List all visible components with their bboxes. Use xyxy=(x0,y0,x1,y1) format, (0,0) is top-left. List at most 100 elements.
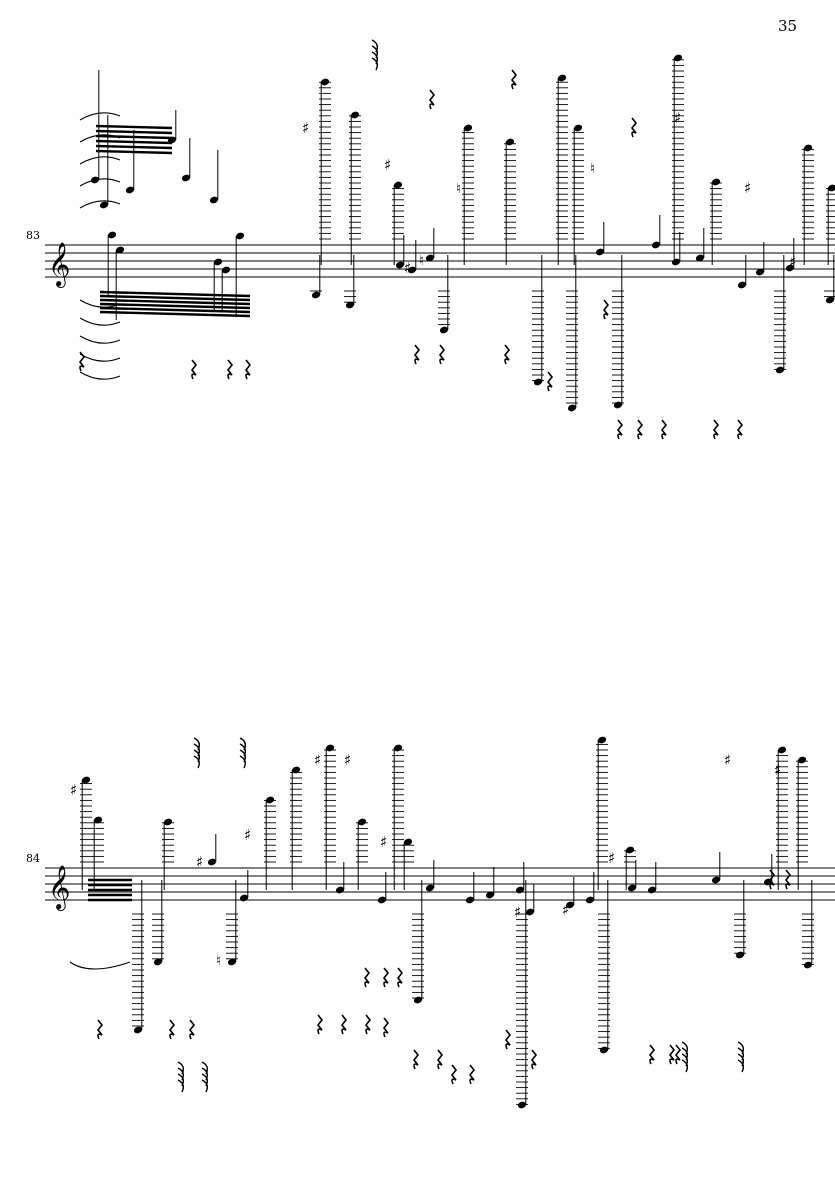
beam xyxy=(95,124,173,130)
rest-icon xyxy=(316,1014,324,1035)
sharp-icon: ♯ xyxy=(404,259,411,277)
sharp-icon: ♯ xyxy=(514,903,521,921)
notehead xyxy=(125,186,135,194)
notehead xyxy=(181,174,191,182)
notehead xyxy=(465,896,475,904)
sharp-icon: ♯ xyxy=(70,781,77,799)
notehead xyxy=(695,254,705,262)
notehead xyxy=(239,894,249,902)
notehead xyxy=(755,268,765,276)
notehead xyxy=(393,181,403,189)
rest-icon xyxy=(413,344,421,365)
notehead xyxy=(777,746,787,754)
notehead xyxy=(357,818,367,826)
note-cluster: ♯♯♯♯♯♯♮♮♮ xyxy=(78,39,835,440)
tie xyxy=(79,353,121,362)
sharp-icon: ♯ xyxy=(789,253,796,271)
sharp-icon: ♯ xyxy=(724,751,731,769)
notehead xyxy=(350,111,360,119)
measure-number: 84 xyxy=(26,852,40,865)
notehead xyxy=(711,876,721,884)
notehead xyxy=(673,54,683,62)
sharp-icon: ♯ xyxy=(774,761,781,779)
rest-icon xyxy=(438,344,446,365)
tie xyxy=(79,112,121,121)
notehead xyxy=(425,884,435,892)
notehead xyxy=(265,796,275,804)
notehead xyxy=(565,901,575,909)
notehead xyxy=(567,404,577,412)
rest-icon xyxy=(616,419,624,440)
rest-icon xyxy=(630,117,638,138)
rest-icon xyxy=(168,1019,176,1040)
notehead xyxy=(463,124,473,132)
notehead xyxy=(671,258,681,266)
notehead xyxy=(775,366,785,374)
rest-icon xyxy=(428,89,436,110)
sharp-icon: ♯ xyxy=(562,901,569,919)
rest-icon xyxy=(510,69,518,90)
rest-icon xyxy=(382,967,390,988)
notehead xyxy=(395,261,405,269)
rest-icon xyxy=(602,299,610,320)
rest-icon xyxy=(96,1019,104,1040)
note-cluster: ♯♯♯♯♯♯♯♯♯♯♯♮ xyxy=(69,736,814,1109)
treble-clef-icon: 𝄞 xyxy=(48,865,70,911)
notehead xyxy=(407,266,417,274)
notehead xyxy=(557,74,567,82)
tie xyxy=(79,178,121,187)
tie xyxy=(79,156,121,165)
flag-icon xyxy=(681,1059,689,1073)
notehead xyxy=(163,818,173,826)
notehead xyxy=(439,326,449,334)
tie xyxy=(79,200,121,209)
rest-icon xyxy=(190,359,198,380)
notehead xyxy=(413,996,423,1004)
beam xyxy=(99,310,251,318)
rest-icon xyxy=(660,419,668,440)
flag-icon xyxy=(239,755,247,769)
beam xyxy=(99,302,251,310)
rest-icon xyxy=(412,1049,420,1070)
rest-icon xyxy=(363,967,371,988)
rest-icon xyxy=(546,371,554,392)
notehead xyxy=(167,136,177,144)
staff-lines xyxy=(45,244,835,278)
notehead xyxy=(505,138,515,146)
rest-icon xyxy=(382,1017,390,1038)
natural-icon: ♮ xyxy=(456,181,461,197)
tie xyxy=(79,299,121,308)
notehead xyxy=(115,246,125,254)
notehead xyxy=(517,1101,527,1109)
measure-number: 83 xyxy=(26,229,40,242)
notehead xyxy=(325,744,335,752)
rest-icon xyxy=(226,359,234,380)
sharp-icon: ♯ xyxy=(674,109,681,127)
notehead xyxy=(647,886,657,894)
staff-lines xyxy=(45,867,835,901)
treble-clef-icon: 𝄞 xyxy=(48,242,70,288)
tie xyxy=(69,961,131,970)
notehead xyxy=(525,908,535,916)
notehead xyxy=(311,291,321,299)
rest-icon xyxy=(674,1044,682,1065)
notehead xyxy=(227,958,237,966)
rest-icon xyxy=(364,1014,372,1035)
treble-clef-icon: 𝄞 xyxy=(48,865,70,911)
rest-icon xyxy=(188,1019,196,1040)
notehead xyxy=(651,241,661,249)
rest-icon xyxy=(503,344,511,365)
notehead xyxy=(345,301,355,309)
rest-icon xyxy=(736,419,744,440)
notehead xyxy=(93,816,103,824)
rest-icon xyxy=(668,1044,676,1065)
beam xyxy=(99,306,251,314)
notehead xyxy=(613,401,623,409)
tie xyxy=(79,317,121,326)
rest-icon xyxy=(340,1014,348,1035)
rest-icon xyxy=(648,1044,656,1065)
notehead xyxy=(209,196,219,204)
rest-icon xyxy=(636,419,644,440)
notehead xyxy=(393,744,403,752)
notehead xyxy=(803,961,813,969)
